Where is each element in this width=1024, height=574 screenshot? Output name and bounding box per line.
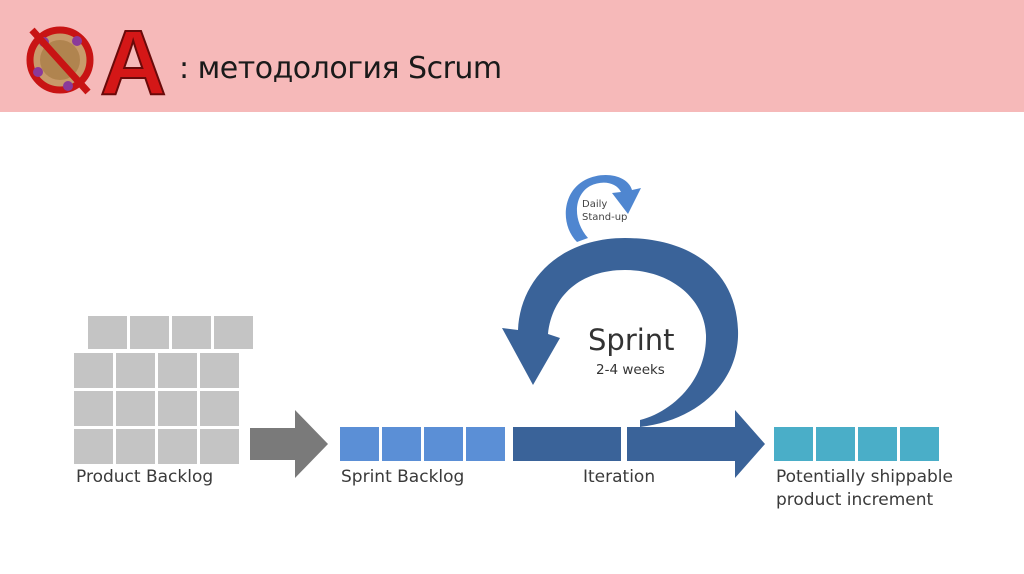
- sprint-backlog-item: [466, 427, 505, 461]
- increment-item: [816, 427, 855, 461]
- bug-prohibition-icon: [26, 26, 94, 95]
- daily-standup-label: Daily Stand-up: [582, 198, 627, 224]
- backlog-item: [116, 353, 155, 388]
- daily-standup-line1: Daily: [582, 199, 608, 210]
- product-increment-blocks: [774, 427, 939, 461]
- backlog-item: [74, 429, 113, 464]
- logo-letter-a: A: [100, 14, 166, 100]
- increment-label-line2: product increment: [776, 490, 934, 510]
- backlog-item: [200, 353, 239, 388]
- backlog-item: [158, 429, 197, 464]
- backlog-item: [214, 316, 253, 349]
- backlog-item: [88, 316, 127, 349]
- backlog-item: [200, 429, 239, 464]
- daily-standup-line2: Stand-up: [582, 212, 628, 223]
- sprint-title: Sprint: [588, 323, 675, 357]
- transfer-arrow: [250, 410, 328, 478]
- backlog-item: [74, 391, 113, 426]
- iteration-label: Iteration: [583, 467, 656, 487]
- backlog-item: [158, 353, 197, 388]
- daily-standup-arrow: [565, 175, 641, 242]
- header-bar: A : методология Scrum: [0, 0, 1024, 112]
- increment-item: [900, 427, 939, 461]
- product-backlog-grid: [74, 316, 253, 464]
- product-backlog-label: Product Backlog: [76, 467, 214, 487]
- increment-item: [858, 427, 897, 461]
- sprint-backlog-item: [382, 427, 421, 461]
- increment-item: [774, 427, 813, 461]
- backlog-item: [200, 391, 239, 426]
- sprint-backlog-item: [424, 427, 463, 461]
- qa-logo: A: [26, 14, 167, 100]
- iteration-bar: [513, 427, 621, 461]
- page-title: : методология Scrum: [179, 51, 502, 86]
- sprint-backlog-blocks: [340, 427, 505, 461]
- backlog-item: [74, 353, 113, 388]
- backlog-item: [116, 391, 155, 426]
- sprint-loop-arrow: [502, 238, 765, 478]
- sprint-backlog-label: Sprint Backlog: [341, 467, 465, 487]
- backlog-item: [172, 316, 211, 349]
- backlog-item: [130, 316, 169, 349]
- sprint-duration: 2-4 weeks: [596, 362, 665, 378]
- sprint-backlog-item: [340, 427, 379, 461]
- backlog-item: [116, 429, 155, 464]
- backlog-item: [158, 391, 197, 426]
- increment-label-line1: Potentially shippable: [776, 467, 953, 487]
